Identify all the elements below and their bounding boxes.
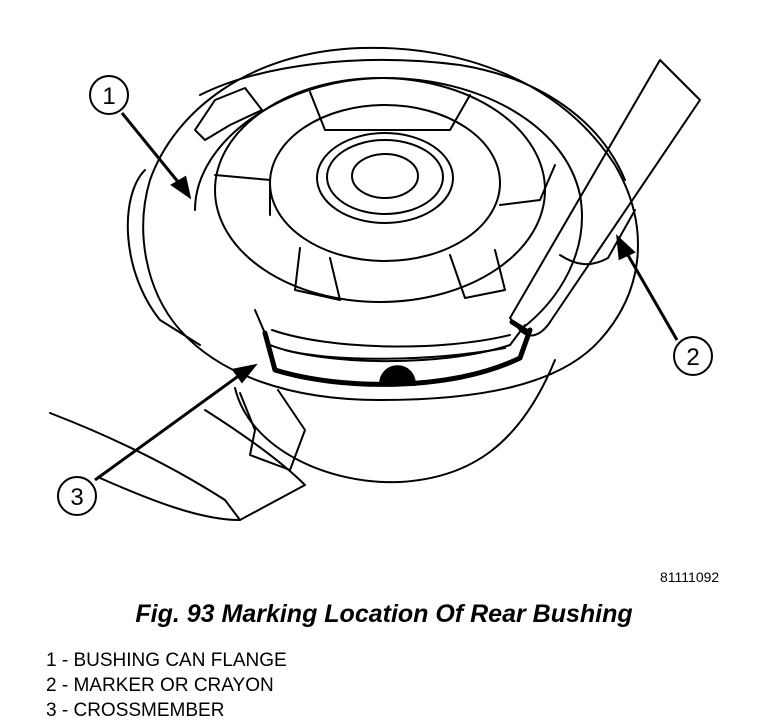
spoke-right (499, 164, 556, 206)
bushing-ring-outer (214, 77, 546, 303)
flange-outline (194, 77, 583, 331)
callout-number-1: 1 (102, 83, 115, 110)
housing-outer (142, 46, 639, 401)
flange-bottom (254, 309, 526, 363)
legend-item: 3 - CROSSMEMBER (46, 700, 225, 721)
legend-label: MARKER OR CRAYON (73, 675, 274, 696)
bushing-illustration: 1 2 3 (49, 46, 713, 521)
callout-circle-3 (57, 476, 97, 516)
mount-body (234, 359, 556, 484)
flange-notch (194, 87, 263, 141)
flange-lip (284, 347, 506, 360)
arrowhead-3 (231, 363, 258, 384)
spoke-bottom-right (449, 249, 506, 299)
legend-item: 1 - BUSHING CAN FLANGE (46, 650, 287, 671)
callout-number-2: 2 (686, 344, 699, 371)
marker-shadow (559, 209, 636, 266)
flange-face (271, 329, 511, 348)
crossmember-outline (49, 409, 306, 521)
flange-bottom-notch (379, 365, 416, 386)
arrowhead-2 (616, 234, 636, 261)
legend-label: BUSHING CAN FLANGE (73, 650, 287, 671)
bushing-ring-inner (316, 132, 454, 224)
legend: 1 - BUSHING CAN FLANGE 2 - MARKER OR CRA… (46, 648, 287, 723)
mount-cutout (239, 389, 306, 471)
leader-2 (623, 249, 679, 341)
housing-rim (199, 59, 626, 181)
spoke-left (214, 174, 271, 216)
arrowhead-1 (170, 175, 192, 200)
spoke-top (309, 91, 471, 131)
figure-code: 81111092 (660, 569, 720, 585)
bushing-bore (351, 153, 419, 199)
marker-tip (509, 319, 531, 335)
marker-body (509, 59, 701, 337)
callout-circle-2 (673, 336, 713, 376)
legend-number: 2 (46, 675, 57, 696)
spoke-bottom (294, 247, 341, 301)
bushing-bore-outer (326, 139, 444, 215)
legend-number: 3 (46, 700, 57, 721)
legend-label: CROSSMEMBER (73, 700, 225, 721)
legend-number: 1 (46, 650, 57, 671)
bushing-ring-mid (269, 104, 501, 262)
crossmember-lower-edge (99, 477, 241, 521)
leader-3 (94, 370, 245, 482)
callout-number-3: 3 (70, 484, 83, 511)
figure-caption: Fig. 93 Marking Location Of Rear Bushing (135, 600, 633, 628)
legend-item: 2 - MARKER OR CRAYON (46, 675, 274, 696)
leader-1 (120, 112, 185, 189)
housing-left-lobe (126, 169, 201, 346)
callout-circle-1 (89, 75, 129, 115)
